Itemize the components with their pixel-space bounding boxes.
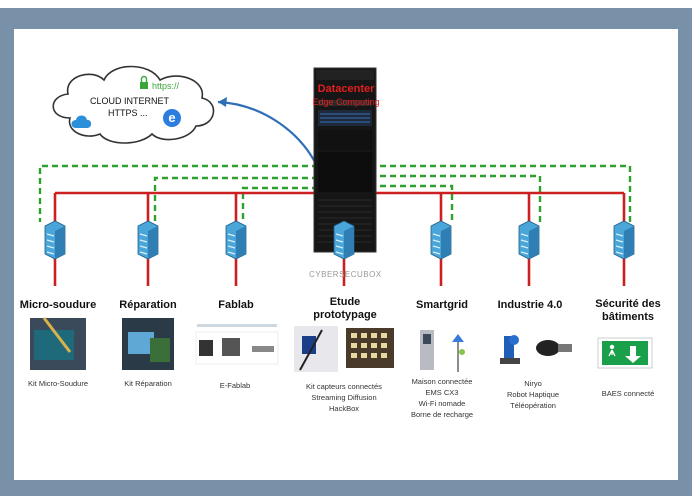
smartgrid-photo xyxy=(420,330,465,372)
svg-text:e: e xyxy=(168,110,175,125)
baes-sign-icon xyxy=(597,337,653,369)
micro-soudure-photo xyxy=(30,317,86,370)
caption-teleoperation: Téléopération xyxy=(510,401,556,410)
datacenter-rack xyxy=(313,67,377,253)
caption-baes-connecte: BAES connecté xyxy=(601,389,655,398)
caption-niryo: Niryo xyxy=(524,379,542,388)
datacenter-title: Datacenter xyxy=(317,83,375,95)
server-icon xyxy=(225,220,247,260)
cloud-https-label: HTTPS ... xyxy=(108,108,148,118)
caption-wifi-nomade: Wi-Fi nomade xyxy=(418,399,466,408)
caption-borne-recharge: Borne de recharge xyxy=(410,410,474,419)
datacenter-subtitle: Edge Computing xyxy=(312,97,380,107)
fablab-photo xyxy=(195,324,279,365)
caption-e-fablab: E-Fablab xyxy=(219,381,251,390)
prototypage-photo xyxy=(294,326,394,372)
https-label: https:// xyxy=(152,81,180,91)
server-icon xyxy=(430,220,452,260)
server-icon xyxy=(44,220,66,260)
server-icons xyxy=(44,220,635,260)
industrie-photo xyxy=(500,335,572,364)
cloud-service-icon xyxy=(71,115,92,128)
green-dashed-links xyxy=(38,164,632,222)
edge-browser-icon: e xyxy=(163,109,181,127)
reparation-photo xyxy=(122,318,174,370)
caption-kit-capteurs: Kit capteurs connectés xyxy=(306,382,382,391)
arrow-head xyxy=(218,97,227,107)
server-icon xyxy=(333,220,355,260)
server-icon xyxy=(518,220,540,260)
node-title-industrie: Industrie 4.0 xyxy=(497,299,563,311)
node-title-reparation: Réparation xyxy=(119,299,177,311)
caption-maison-connectee: Maison connectée xyxy=(411,377,473,386)
cybersecubox-label: CYBERSECUBOX xyxy=(309,270,382,279)
caption-streaming: Streaming Diffusion xyxy=(311,393,377,402)
caption-kit-reparation: Kit Réparation xyxy=(124,379,172,388)
caption-hackbox: HackBox xyxy=(328,404,359,413)
node-title-smartgrid: Smartgrid xyxy=(416,299,468,311)
caption-ems-cx3: EMS CX3 xyxy=(425,388,459,397)
node-title-micro-soudure: Micro-soudure xyxy=(19,299,97,311)
node-title-securite: Sécurité des bâtiments xyxy=(595,298,661,323)
caption-robot-haptique: Robot Haptique xyxy=(506,390,560,399)
cloud-link-arrow xyxy=(217,100,319,169)
lock-icon xyxy=(140,75,148,89)
node-title-fablab: Fablab xyxy=(218,299,254,311)
caption-kit-micro-soudure: Kit Micro-Soudure xyxy=(27,379,89,388)
server-icon xyxy=(613,220,635,260)
cloud-title: CLOUD INTERNET xyxy=(90,96,170,106)
server-icon xyxy=(137,220,159,260)
node-title-prototypage: Etude prototypage xyxy=(313,296,377,321)
